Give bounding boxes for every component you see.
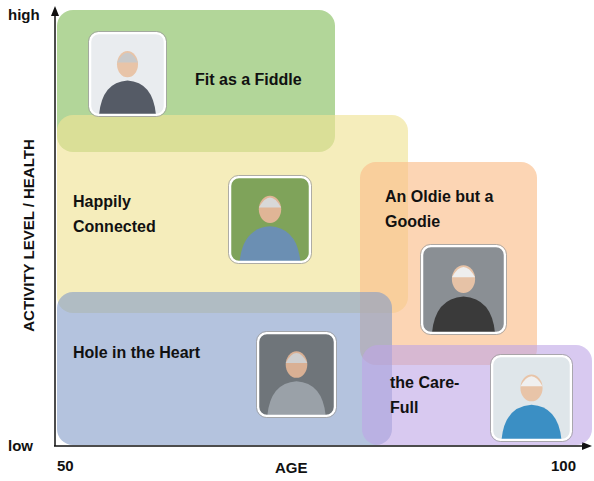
axis-label: AGE: [275, 459, 308, 476]
axis-label: 100: [551, 457, 576, 474]
y-axis: [54, 14, 56, 446]
x-arrow: [582, 442, 592, 450]
persona-region: Happily Connected: [57, 115, 408, 313]
axis-title: ACTIVITY LEVEL / HEALTH: [20, 139, 37, 332]
persona-photo: [229, 176, 312, 264]
axis-label: low: [8, 437, 33, 454]
y-arrow: [51, 6, 59, 16]
x-axis: [54, 445, 584, 447]
persona-region: the Care-Full: [362, 345, 592, 445]
persona-name: Hole in the Heart: [73, 341, 200, 366]
persona-name: An Oldie but a Goodie: [385, 185, 525, 235]
persona-photo: [257, 332, 337, 418]
persona-region: Hole in the Heart: [57, 292, 392, 445]
persona-photo: [89, 32, 167, 117]
persona-name: the Care-Full: [390, 371, 485, 421]
axis-label: high: [8, 6, 40, 23]
axis-label: 50: [57, 457, 74, 474]
persona-photo: [421, 245, 507, 335]
persona-photo: [491, 355, 573, 442]
persona-name: Fit as a Fiddle: [195, 68, 302, 93]
persona-name: Happily Connected: [73, 190, 193, 240]
